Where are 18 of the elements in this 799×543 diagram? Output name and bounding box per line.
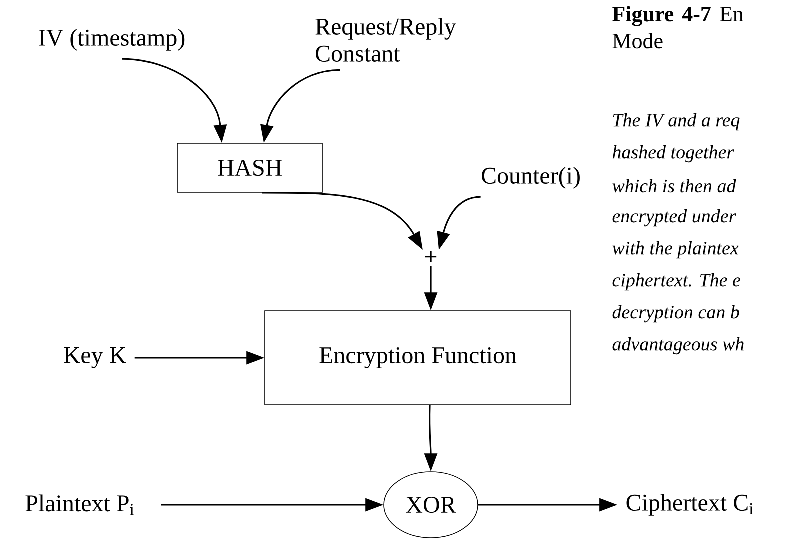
caption-line: encrypted under <box>612 209 736 227</box>
input-label: Request/Reply Constant <box>316 18 456 62</box>
caption-line: decryption can b <box>612 305 740 323</box>
input-label: Counter(i) <box>482 167 580 189</box>
process-box: Encryption Function <box>264 310 572 406</box>
caption-line: ciphertext. The e <box>612 273 741 291</box>
process-box: HASH <box>177 143 323 193</box>
input-label: Key K <box>64 348 126 368</box>
caption-line: advantageous wh <box>612 337 744 355</box>
input-label: IV (timestamp) <box>39 29 185 51</box>
caption-line: which is then ad <box>612 179 736 193</box>
caption-line: The IV and a req <box>613 113 740 131</box>
figure-title: Figure 4-7 En Mode <box>612 6 744 49</box>
output-label: Ciphertext C$_{i}$ <box>626 494 754 516</box>
caption-line: with the plaintex <box>612 241 739 259</box>
input-label: Plaintext P$_{i}$ <box>26 494 134 516</box>
caption-line: hashed together <box>612 145 734 163</box>
plus-sign: + <box>425 251 437 262</box>
